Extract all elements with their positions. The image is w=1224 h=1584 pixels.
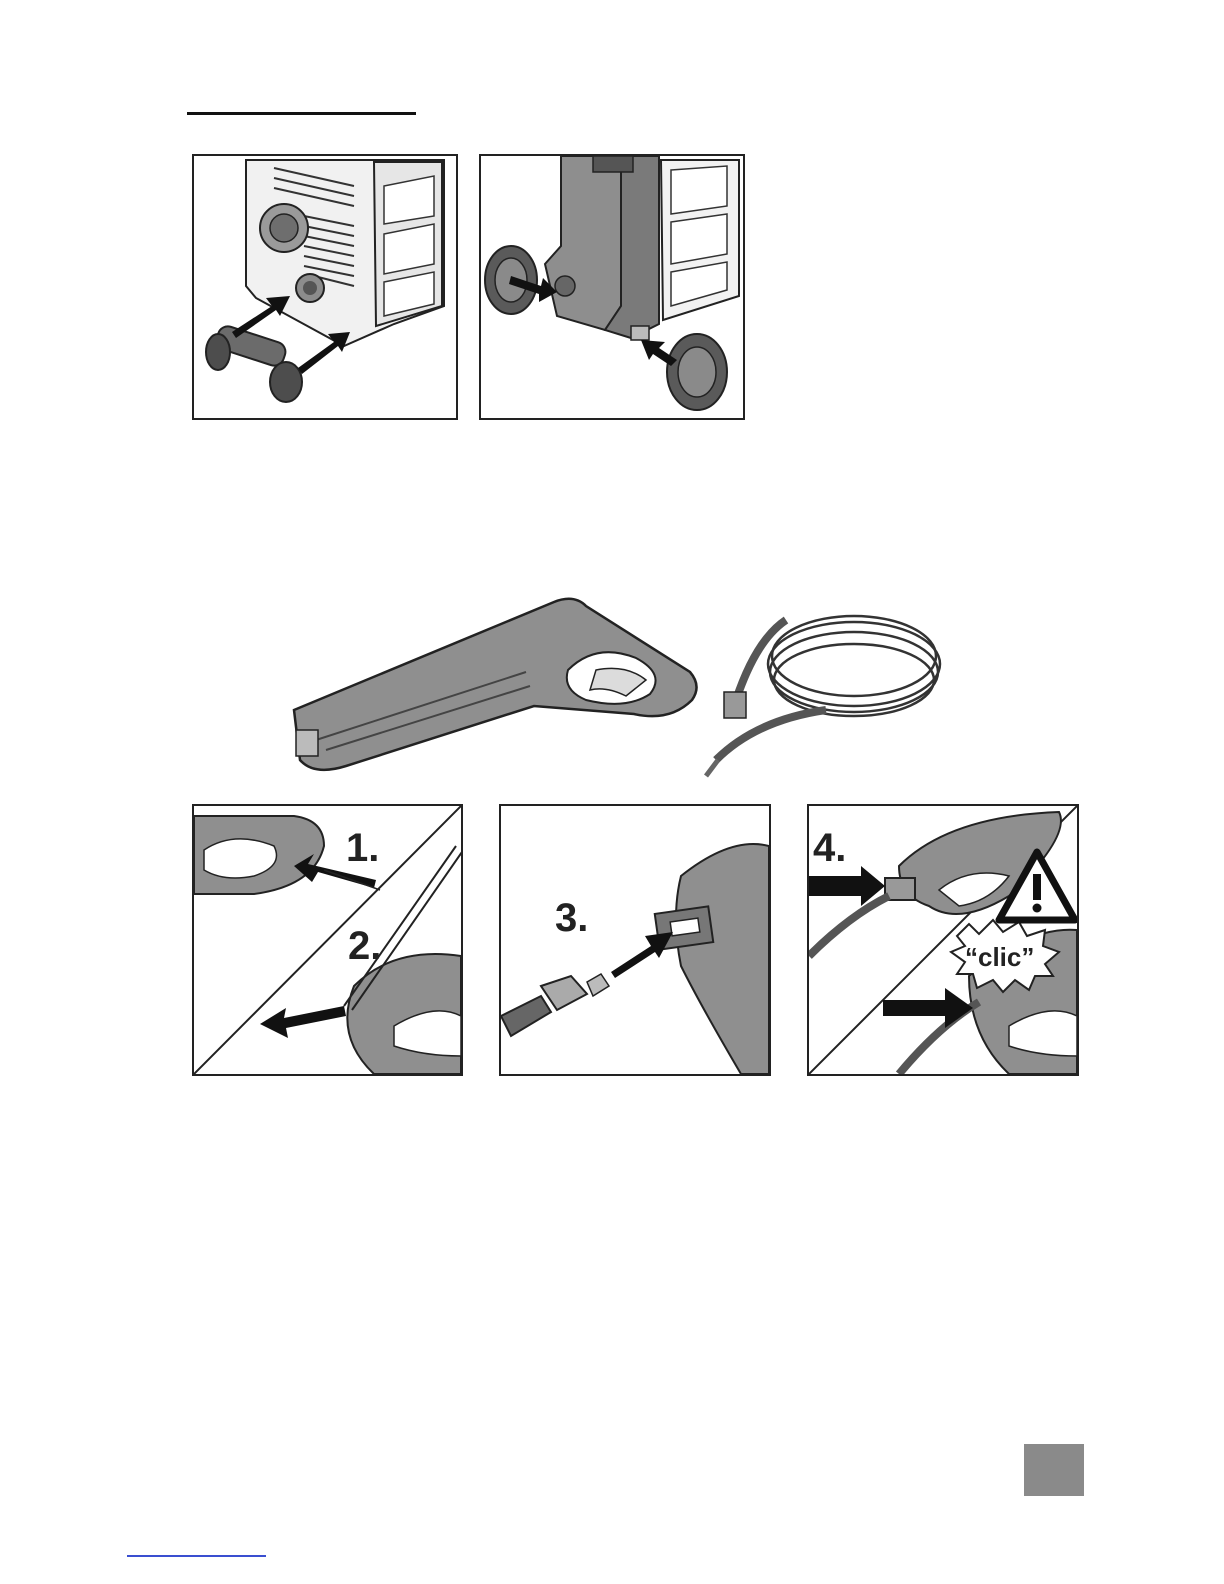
figure-panel-step-4: 4. “clic” — [807, 804, 1079, 1076]
figure-trigger-gun-hose — [286, 590, 946, 790]
step-3-label: 3. — [555, 896, 588, 941]
step-1-label: 1. — [346, 826, 379, 871]
footer-link-underline[interactable] — [127, 1555, 266, 1557]
figure-panel-wheels — [479, 154, 745, 420]
warning-icon — [995, 848, 1079, 924]
figure-panel-steps-1-2: 1. 2. — [192, 804, 463, 1076]
figure-panel-axle — [192, 154, 458, 420]
figure-panel-step-3: 3. — [499, 804, 771, 1076]
page-tab — [1024, 1444, 1084, 1496]
step-2-label: 2. — [348, 924, 381, 969]
clic-sound-label: “clic” — [965, 942, 1034, 973]
section-heading-rule — [187, 112, 416, 115]
step-4-label: 4. — [813, 826, 846, 871]
